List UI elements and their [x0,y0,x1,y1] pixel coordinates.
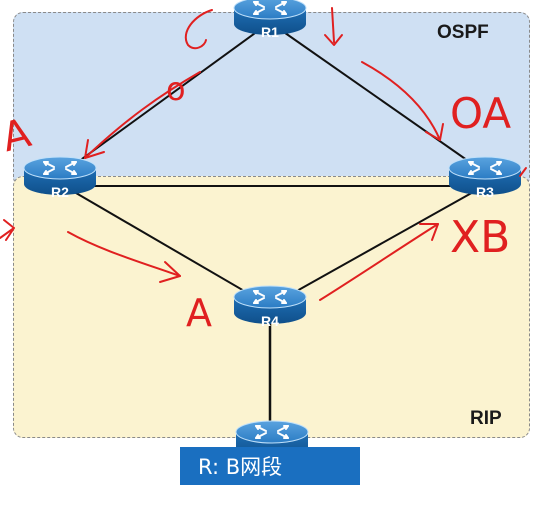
handwritten-annotations [0,7,527,301]
ospf-area-label: OSPF [437,22,489,43]
annotation-arrow-r1-r3 [361,61,441,141]
annotation-scribble-r1-left [184,9,213,50]
router-r1-label: R1 [261,24,279,40]
annotation-tick-r3 [519,167,527,177]
network-segment-box: R: B网段 [180,447,360,485]
router-r3-label: R3 [476,184,494,200]
router-r2-label: R2 [51,184,69,200]
annotation-o-near-r1: o [166,70,186,108]
ospf-area [13,12,530,187]
network-segment-label: R: B网段 [198,455,283,479]
router-r2[interactable]: R2 [23,156,97,200]
link-r2-r4 [63,185,271,307]
link-r3-r4 [269,185,485,307]
annotation-a-left: A [0,110,36,161]
rip-area-label: RIP [470,408,502,429]
router-r4-label: R4 [261,313,279,329]
annotation-a-middle: A [186,291,212,335]
annotation-arrow-r1-down [324,7,343,46]
annotation-oa-right: OA [450,89,511,138]
annotation-arrow-r2-r4 [67,231,181,277]
annotation-arrow-r4-r3 [319,223,439,301]
link-r1-r3 [277,27,485,173]
annotation-arrow-r1-r2 [84,71,201,159]
router-r1[interactable]: R1 [233,0,307,40]
annotation-xb-right: XB [450,212,510,263]
annotation-arrow-left-edge [0,219,15,241]
router-r4[interactable]: R4 [233,285,307,329]
router-r3[interactable]: R3 [448,156,522,200]
